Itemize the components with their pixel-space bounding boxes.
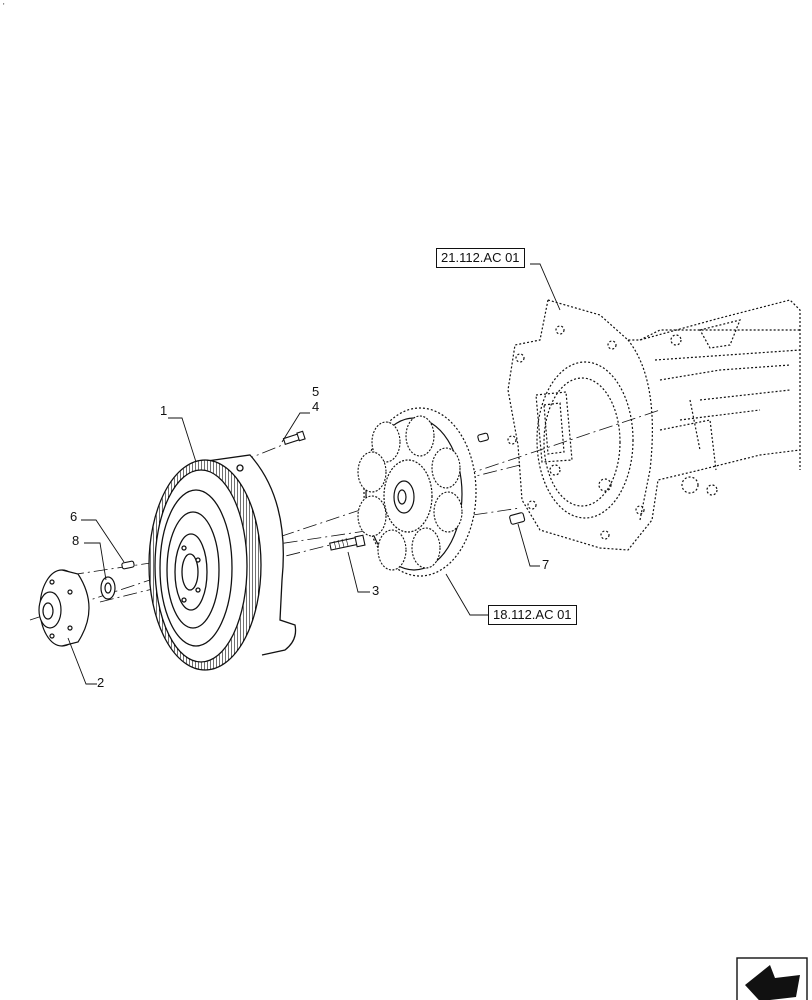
callout-8: 8 xyxy=(72,533,80,548)
part-2-hub xyxy=(38,569,90,647)
callout-4: 4 xyxy=(312,399,320,414)
clutch-assembly xyxy=(357,407,477,577)
leader-lines xyxy=(67,263,561,685)
callout-2: 2 xyxy=(97,675,105,690)
part-3-bolt xyxy=(329,534,366,551)
small-pin xyxy=(477,432,489,443)
transmission-housing xyxy=(507,299,801,551)
reference-clutch[interactable]: 18.112.AC 01 xyxy=(488,605,577,625)
callout-5: 5 xyxy=(312,384,320,399)
assembly-axis-lines xyxy=(29,409,661,621)
part-7-dowel xyxy=(509,512,526,525)
callout-6: 6 xyxy=(70,509,78,524)
page-arrow-icon[interactable] xyxy=(736,957,808,1000)
callout-1: 1 xyxy=(160,403,168,418)
corner-mark: ' xyxy=(3,2,5,11)
callout-7: 7 xyxy=(542,557,550,572)
part-6-pin xyxy=(121,560,135,570)
reference-transmission[interactable]: 21.112.AC 01 xyxy=(436,248,525,268)
part-1-flywheel xyxy=(148,454,297,671)
part-4-bolt xyxy=(282,430,306,446)
part-8-bearing xyxy=(100,576,116,600)
callout-3: 3 xyxy=(372,583,380,598)
